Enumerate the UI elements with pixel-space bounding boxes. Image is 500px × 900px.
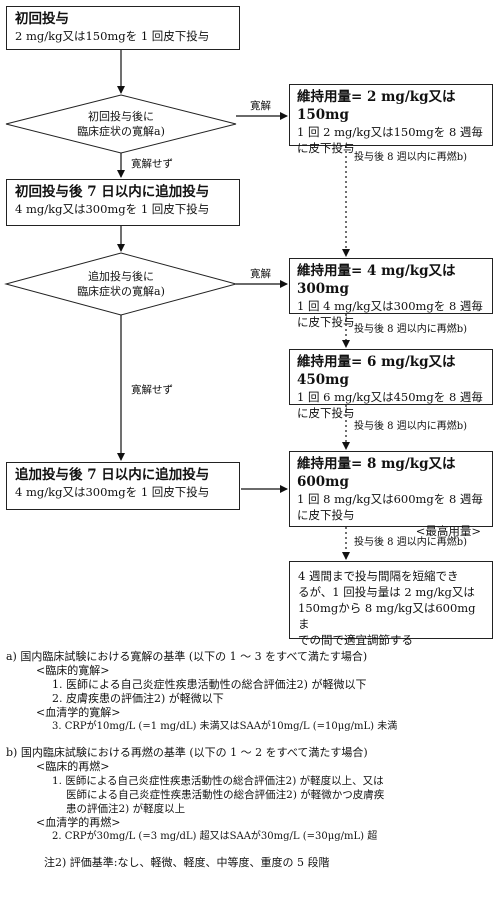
label-no-remission-1: 寛解せず — [131, 158, 173, 170]
additional-dose-2-box: 追加投与後 7 日以内に追加投与 4 mg/kg又は300mgを 1 回皮下投与 — [6, 462, 240, 510]
label-no-remission-2: 寛解せず — [131, 384, 173, 396]
initial-dose-text: 2 mg/kg又は150mgを 1 回皮下投与 — [15, 29, 210, 43]
additional-dose-1-box: 初回投与後 7 日以内に追加投与 4 mg/kg又は300mgを 1 回皮下投与 — [6, 179, 240, 226]
initial-dose-title: 初回投与 — [15, 11, 69, 27]
decision2-text: 追加投与後に 臨床症状の寛解a) — [77, 270, 165, 298]
maintenance-8mg-box: 維持用量= 8 mg/kg又は600mg 1 回 8 mg/kg又は600mgを… — [289, 451, 493, 538]
maintenance-2mg-title: 維持用量= 2 mg/kg又は150mg — [297, 89, 456, 123]
flow-connectors — [4, 50, 350, 560]
note-2: 注2) 評価基準:なし、軽微、軽度、中等度、重度の 5 段階 — [44, 856, 330, 869]
note-a-heading: a) 国内臨床試験における寛解の基準 (以下の 1 〜 3 をすべて満たす場合) — [6, 650, 368, 663]
interval-adjustment-box: 4 週間まで投与間隔を短縮でき るが、1 回投与量は 2 mg/kg又は 150… — [289, 561, 493, 647]
maintenance-2mg-box: 維持用量= 2 mg/kg又は150mg 1 回 2 mg/kg又は150mgを… — [289, 84, 493, 155]
decision1-text: 初回投与後に 臨床症状の寛解a) — [77, 110, 165, 138]
note-b-heading: b) 国内臨床試験における再燃の基準 (以下の 1 〜 2 をすべて満たす場合) — [6, 746, 368, 759]
initial-dose-box: 初回投与 2 mg/kg又は150mgを 1 回皮下投与 — [6, 6, 240, 50]
additional-dose-1-title: 初回投与後 7 日以内に追加投与 — [15, 184, 210, 200]
footnotes: a) 国内臨床試験における寛解の基準 (以下の 1 〜 3 をすべて満たす場合)… — [6, 650, 496, 870]
relapse-label-1: 投与後 8 週以内に再燃b) — [354, 152, 468, 163]
relapse-label-3: 投与後 8 週以内に再燃b) — [354, 421, 468, 432]
label-remission-1: 寛解 — [250, 100, 271, 112]
maintenance-4mg-box: 維持用量= 4 mg/kg又は300mg 1 回 4 mg/kg又は300mgを… — [289, 258, 493, 329]
relapse-label-4: 投与後 8 週以内に再燃b) — [354, 537, 468, 548]
label-remission-2: 寛解 — [250, 268, 271, 280]
max-dose-note: <最高用量> — [415, 524, 481, 538]
maintenance-6mg-box: 維持用量= 6 mg/kg又は450mg 1 回 6 mg/kg又は450mgを… — [289, 349, 493, 420]
relapse-label-2: 投与後 8 週以内に再燃b) — [354, 324, 468, 335]
